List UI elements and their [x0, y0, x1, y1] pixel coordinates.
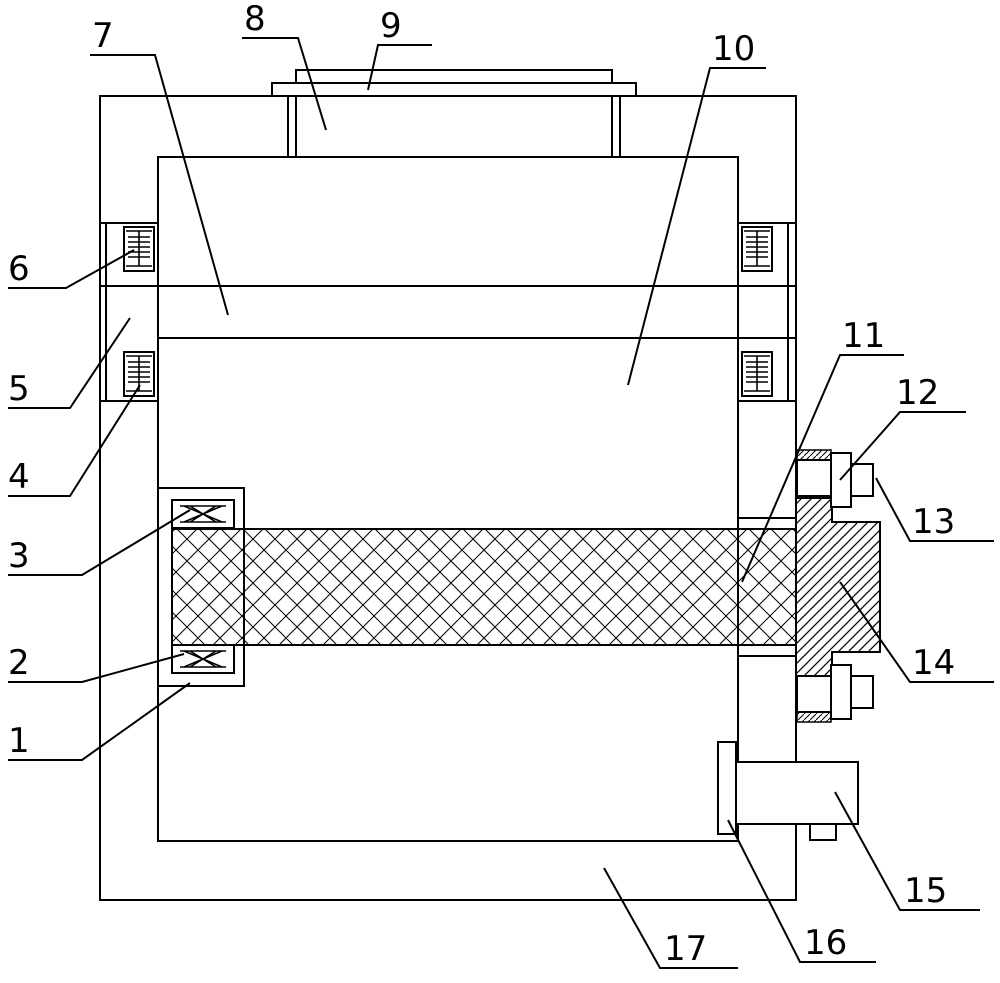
- label-15: 15: [904, 871, 947, 911]
- leader-17: [603, 867, 738, 969]
- roller-drum: [171, 528, 797, 646]
- label-13: 13: [912, 502, 955, 542]
- leader-8: [242, 37, 327, 131]
- left-slot-assembly: [100, 222, 158, 402]
- part-labels: 1 2 3 4 5 6 7 8 9 10 11 12 13 14 15 16 1…: [8, 0, 955, 969]
- leader-14: [839, 581, 994, 683]
- leader-3: [8, 509, 191, 576]
- label-10: 10: [712, 29, 755, 69]
- leader-10: [627, 67, 766, 386]
- lower-bolt: [796, 664, 874, 723]
- left-lower-spring: [123, 351, 155, 397]
- leader-lines: [8, 37, 994, 969]
- leader-2: [8, 653, 185, 683]
- label-8: 8: [244, 0, 266, 39]
- leader-5: [8, 317, 131, 409]
- left-upper-spring: [123, 226, 155, 272]
- label-17: 17: [664, 929, 707, 969]
- label-4: 4: [8, 457, 30, 497]
- label-2: 2: [8, 643, 30, 683]
- top-cap-assembly: [271, 69, 637, 157]
- label-6: 6: [8, 249, 30, 289]
- label-1: 1: [8, 721, 30, 761]
- leader-12: [839, 411, 966, 481]
- right-upper-spring: [741, 226, 773, 272]
- leader-13: [875, 477, 994, 542]
- label-11: 11: [842, 316, 885, 356]
- leader-6: [8, 249, 135, 289]
- leader-1: [8, 682, 191, 761]
- leader-16: [727, 819, 876, 963]
- leader-9: [367, 44, 432, 91]
- leader-11: [741, 354, 904, 583]
- leader-7: [90, 54, 229, 316]
- leader-15: [834, 791, 980, 911]
- right-slot-assembly: [738, 222, 796, 402]
- label-14: 14: [912, 643, 955, 683]
- label-7: 7: [92, 16, 114, 56]
- flange: [795, 497, 881, 677]
- label-16: 16: [804, 923, 847, 963]
- label-12: 12: [896, 373, 939, 413]
- motor-assembly: [717, 741, 859, 841]
- label-9: 9: [380, 6, 402, 46]
- leader-4: [8, 384, 141, 497]
- label-5: 5: [8, 369, 30, 409]
- label-3: 3: [8, 536, 30, 576]
- right-lower-spring: [741, 351, 773, 397]
